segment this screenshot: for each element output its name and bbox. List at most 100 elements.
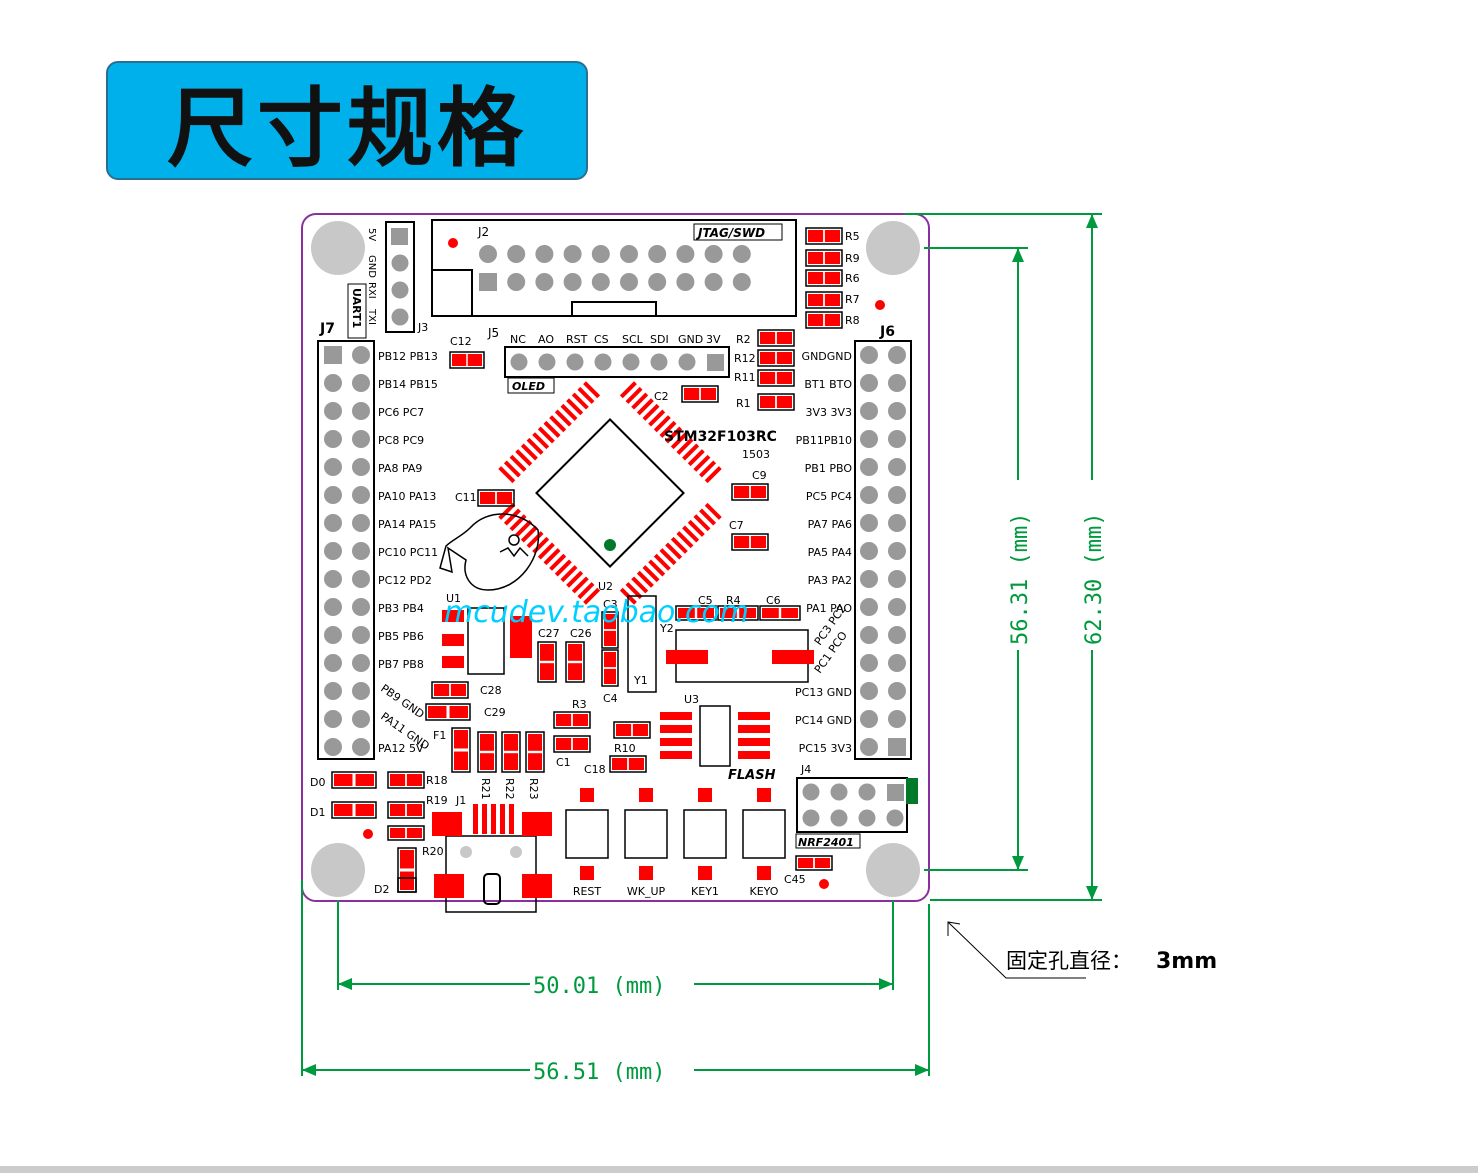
j6-pin-label: PA3 PA2 bbox=[808, 574, 852, 587]
j7-pin-label: PB14 PB15 bbox=[378, 378, 438, 391]
j6-pin-label: BT1 BTO bbox=[804, 378, 852, 391]
j6-pin-label: GNDGND bbox=[802, 350, 852, 363]
j7-pin bbox=[352, 710, 370, 728]
mcu-pad bbox=[676, 437, 694, 455]
j6-pin bbox=[860, 458, 878, 476]
component-pad bbox=[334, 804, 353, 816]
u1-body bbox=[467, 607, 505, 675]
button-pad bbox=[698, 788, 712, 802]
mcu-pad bbox=[636, 398, 654, 416]
component-pad bbox=[528, 734, 542, 751]
j7-pin bbox=[352, 346, 370, 364]
mcu-pad bbox=[699, 508, 717, 526]
component-outline bbox=[601, 611, 619, 649]
component-label: R22 bbox=[503, 778, 516, 800]
j7-pin bbox=[324, 682, 342, 700]
usb-pad-left-bottom bbox=[434, 874, 464, 898]
component-outline bbox=[537, 641, 557, 683]
component-outline bbox=[805, 227, 843, 245]
j7-pin-label: PC10 PC11 bbox=[378, 546, 438, 559]
mcu-pad bbox=[642, 403, 660, 421]
component-label: D1 bbox=[310, 806, 325, 819]
dim-width-outer: 56.51 (mm) bbox=[533, 1060, 665, 1085]
uart-pin-label: RXI bbox=[366, 282, 377, 299]
component-outline bbox=[477, 731, 497, 773]
j6-pin-label: PA5 PA4 bbox=[808, 546, 852, 559]
mcu-pad bbox=[670, 432, 688, 450]
j7-pin-label: PB3 PB4 bbox=[378, 602, 424, 615]
mcu-pad bbox=[625, 386, 643, 404]
u3-body bbox=[699, 705, 731, 767]
j5-pin bbox=[622, 353, 640, 371]
dim-label-bg-h-outer bbox=[1080, 480, 1104, 650]
component-label: C12 bbox=[450, 335, 472, 348]
button-pad bbox=[580, 866, 594, 880]
component-pad bbox=[808, 294, 824, 306]
mcu-pad bbox=[670, 536, 688, 554]
mcu-pad bbox=[560, 403, 578, 421]
j7-pin bbox=[324, 430, 342, 448]
j6-pin bbox=[860, 430, 878, 448]
j7-pin bbox=[352, 654, 370, 672]
mcu-pad bbox=[537, 542, 555, 560]
j6-label: J6 bbox=[879, 324, 895, 340]
j7-pin-label: PC8 PC9 bbox=[378, 434, 424, 447]
nrf-label: NRF2401 bbox=[798, 836, 854, 849]
oled-pin-label: NC bbox=[510, 333, 526, 346]
mcu-pad bbox=[515, 519, 533, 537]
j7-pin-label: PA12 5V bbox=[378, 742, 424, 755]
j3-pin-square bbox=[391, 228, 408, 245]
component-label: R23 bbox=[527, 778, 540, 800]
component-pad bbox=[824, 272, 840, 284]
mcu-pad bbox=[648, 409, 666, 427]
j2-pin bbox=[535, 245, 554, 263]
j2-pin bbox=[732, 273, 751, 291]
component-pad bbox=[684, 388, 700, 400]
j7-pin bbox=[324, 374, 342, 392]
component-pad bbox=[334, 774, 353, 786]
component-pad bbox=[572, 738, 588, 750]
watermark: mcudev.taobao.com bbox=[444, 595, 749, 630]
component-pad bbox=[808, 230, 824, 242]
component-outline bbox=[565, 641, 585, 683]
oled-pin-label: RST bbox=[566, 333, 588, 346]
usb-pad-right-bottom bbox=[522, 874, 552, 898]
usb-pad-right-top bbox=[522, 812, 552, 836]
component-pad bbox=[556, 714, 572, 726]
button-body bbox=[742, 809, 786, 859]
j6-pins bbox=[860, 346, 906, 756]
button-label: KEYO bbox=[750, 885, 779, 898]
usb-pad-left-top bbox=[432, 812, 462, 836]
component-outline bbox=[553, 711, 591, 729]
component-outline bbox=[731, 533, 769, 551]
component-label: C27 bbox=[538, 627, 560, 640]
component-label: R20 bbox=[422, 845, 444, 858]
j2-corner-mark bbox=[432, 269, 473, 316]
j6-pin bbox=[888, 486, 906, 504]
component-label: R11 bbox=[734, 371, 756, 384]
j6-pin-label: 3V3 3V3 bbox=[805, 406, 852, 419]
component-outline bbox=[477, 489, 515, 507]
j5-pin bbox=[538, 353, 556, 371]
component-outline bbox=[553, 735, 591, 753]
component-label: C4 bbox=[603, 692, 618, 705]
oled-pin-label: 3V bbox=[706, 333, 721, 346]
component-outline bbox=[717, 605, 759, 621]
component-label: C3 bbox=[603, 598, 618, 611]
component-label: D2 bbox=[374, 883, 389, 896]
j7-pins bbox=[324, 346, 370, 756]
j6-pin bbox=[860, 346, 878, 364]
component-label: D0 bbox=[310, 776, 325, 789]
component-label: C28 bbox=[480, 684, 502, 697]
button-body bbox=[624, 809, 668, 859]
j6-pin bbox=[860, 570, 878, 588]
j3-pin bbox=[391, 308, 409, 326]
component-pad bbox=[604, 668, 616, 684]
mcu-pad bbox=[676, 531, 694, 549]
dim-width-inner: 50.01 (mm) bbox=[533, 974, 665, 999]
oled-label-bg bbox=[507, 377, 555, 394]
component-label: C26 bbox=[570, 627, 592, 640]
component-outline bbox=[805, 269, 843, 287]
button-label: WK_UP bbox=[627, 885, 666, 898]
component-pad bbox=[400, 880, 408, 890]
